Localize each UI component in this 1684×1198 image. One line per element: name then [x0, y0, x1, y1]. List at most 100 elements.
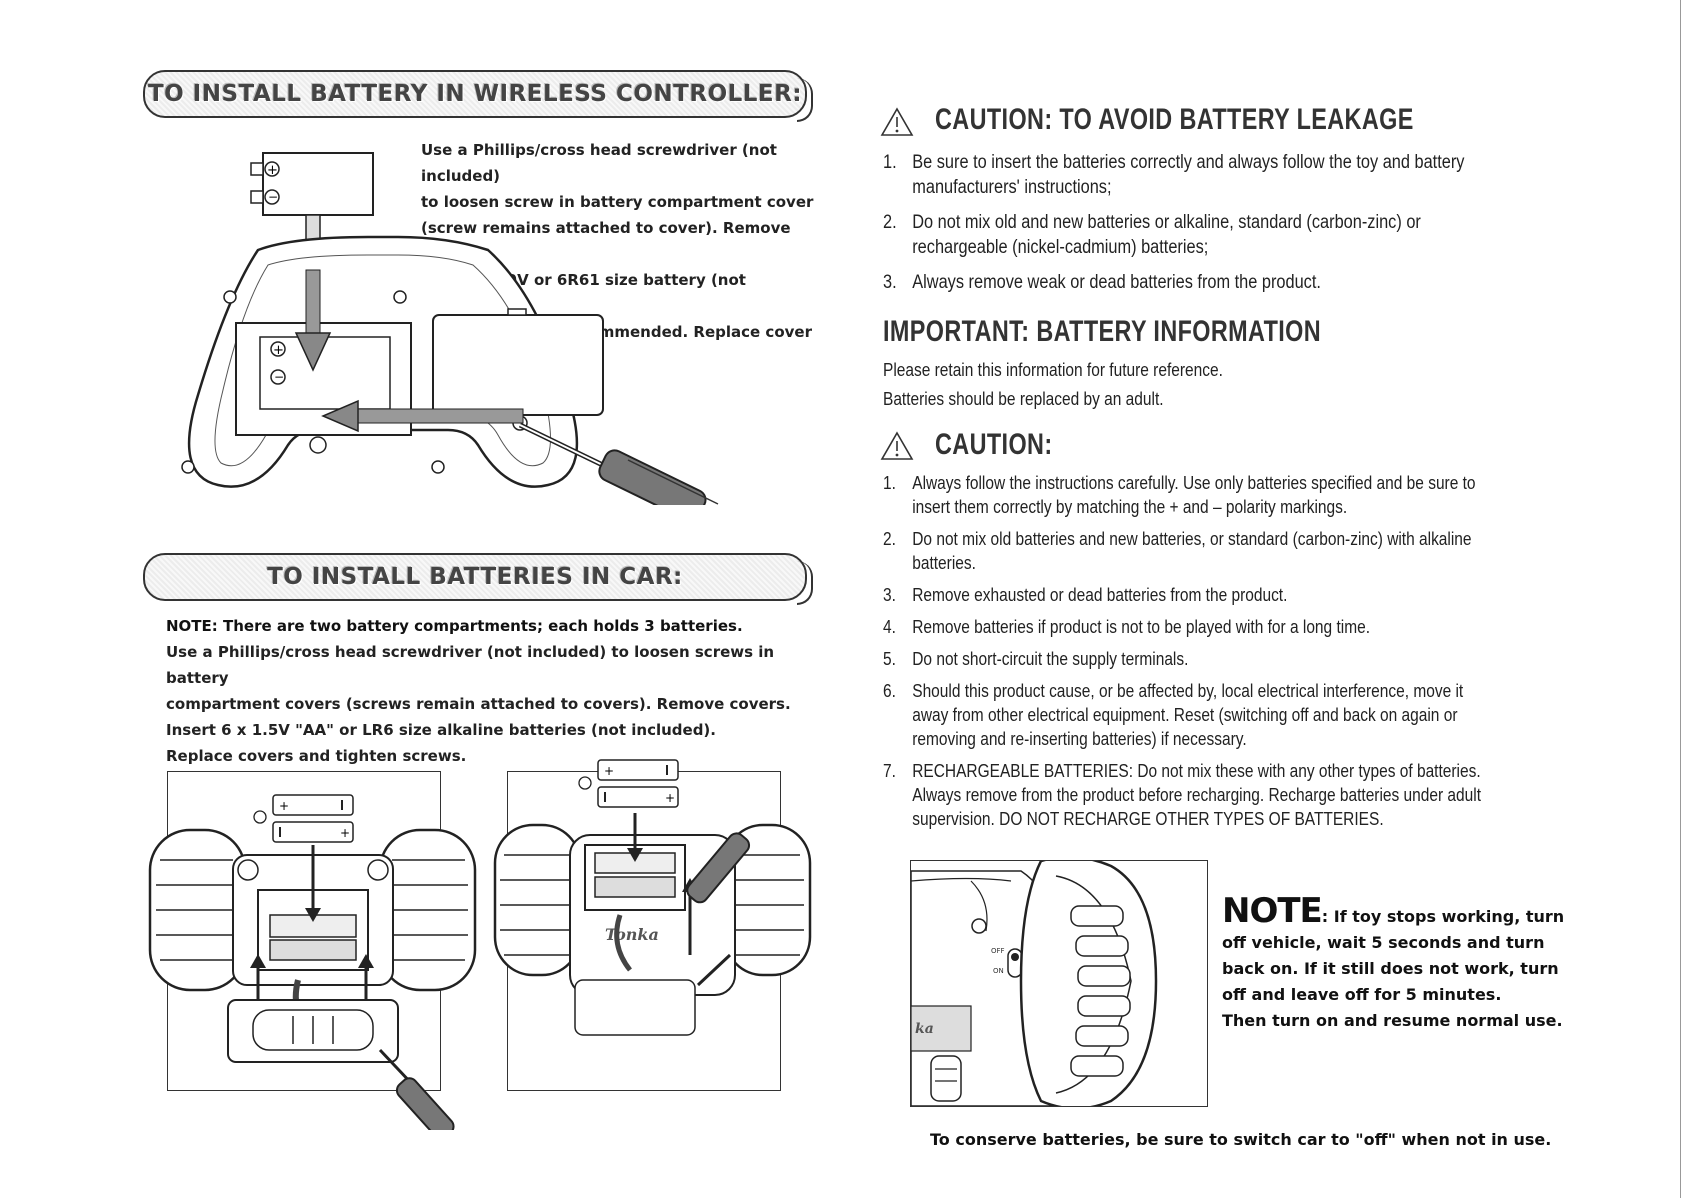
- list-line: Do not short-circuit the supply terminal…: [912, 649, 1189, 669]
- svg-text:+: +: [273, 343, 284, 358]
- important-line: Batteries should be replaced by an adult…: [883, 389, 1164, 409]
- list-line: supervision. DO NOT RECHARGE OTHER TYPES…: [912, 809, 1384, 829]
- list-line: Remove exhausted or dead batteries from …: [912, 585, 1288, 605]
- list-line: batteries.: [912, 553, 976, 573]
- list-item: 1. Always follow the instructions carefu…: [883, 471, 1580, 519]
- list-number: 2.: [883, 529, 896, 549]
- car-logo: Tonka: [605, 925, 659, 944]
- list-line: manufacturers' instructions;: [912, 177, 1112, 198]
- screw-icon: [971, 918, 987, 934]
- warning-triangle-icon: [880, 107, 914, 136]
- svg-text:+: +: [267, 163, 278, 178]
- list-number: 7.: [883, 761, 896, 781]
- car-rear-illustration: + +: [148, 794, 477, 1130]
- list-number: 4.: [883, 617, 896, 637]
- controller-line: Use a Phillips/cross head screwdriver (n…: [421, 141, 777, 185]
- note-line: off vehicle, wait 5 seconds and turn: [1222, 933, 1545, 952]
- important-heading: IMPORTANT: BATTERY INFORMATION: [883, 315, 1322, 348]
- logo-fragment: ka: [915, 1021, 934, 1037]
- svg-text:−: −: [274, 370, 284, 384]
- car-front-illustration: + + Tonka: [493, 759, 812, 1036]
- list-number: 2.: [883, 212, 897, 233]
- nine-volt-battery-icon: + −: [250, 152, 374, 216]
- note-first-line: : If toy stops working, turn: [1321, 907, 1565, 926]
- list-line: Be sure to insert the batteries correctl…: [912, 152, 1465, 173]
- svg-text:−: −: [268, 190, 278, 204]
- list-line: insert them correctly by matching the + …: [912, 497, 1348, 517]
- list-item: 1. Be sure to insert the batteries corre…: [883, 150, 1571, 200]
- car-note: NOTE: There are two battery compartments…: [166, 617, 743, 635]
- battery-cover: [432, 314, 604, 416]
- list-item: 3. Always remove weak or dead batteries …: [883, 270, 1571, 295]
- warning-triangle-icon: [880, 431, 914, 460]
- switch-figure: OFF ON ka: [910, 860, 1208, 1107]
- car-line: compartment covers (screws remain attach…: [166, 695, 791, 713]
- car-line: Insert 6 x 1.5V "AA" or LR6 size alkalin…: [166, 721, 716, 739]
- screwdriver-icon: [518, 422, 719, 505]
- list-item: 3. Remove exhausted or dead batteries fr…: [883, 583, 1580, 607]
- list-number: 1.: [883, 473, 896, 493]
- scan-edge-line: [1680, 0, 1681, 1198]
- list-item: 6. Should this product cause, or be affe…: [883, 679, 1580, 751]
- car-instructions: NOTE: There are two battery compartments…: [166, 613, 806, 769]
- controller-banner-text: TO INSTALL BATTERY IN WIRELESS CONTROLLE…: [147, 81, 803, 107]
- footer-text: To conserve batteries, be sure to switch…: [930, 1130, 1552, 1149]
- car-banner: TO INSTALL BATTERIES IN CAR:: [143, 553, 813, 605]
- note-text: NOTE: If toy stops working, turn off veh…: [1222, 894, 1682, 1034]
- tire-right: [378, 828, 477, 992]
- aa-battery-icon: + +: [578, 759, 679, 808]
- controller-line: to loosen screw in battery compartment c…: [421, 193, 814, 211]
- note-line: off and leave off for 5 minutes.: [1222, 985, 1502, 1004]
- tire-left: [493, 823, 582, 977]
- important-line: Please retain this information for futur…: [883, 360, 1223, 380]
- note-line: back on. If it still does not work, turn: [1222, 959, 1559, 978]
- leakage-list: 1. Be sure to insert the batteries corre…: [883, 150, 1571, 305]
- tire-left: [148, 828, 247, 992]
- svg-text:+: +: [665, 791, 675, 805]
- controller-illustration: + − + −: [181, 152, 719, 505]
- list-item: 2. Do not mix old and new batteries or a…: [883, 210, 1571, 260]
- list-number: 3.: [883, 272, 897, 293]
- list-line: Always remove from the product before re…: [912, 785, 1482, 805]
- list-line: Always follow the instructions carefully…: [912, 473, 1476, 493]
- screwdriver-icon: [395, 1077, 455, 1130]
- list-number: 6.: [883, 681, 896, 701]
- list-line: Remove batteries if product is not to be…: [912, 617, 1371, 637]
- list-item: 5. Do not short-circuit the supply termi…: [883, 647, 1580, 671]
- note-title: NOTE: [1222, 891, 1323, 931]
- car-line: Use a Phillips/cross head screwdriver (n…: [166, 643, 775, 687]
- caution-list: 1. Always follow the instructions carefu…: [883, 471, 1580, 839]
- list-line: Do not mix old batteries and new batteri…: [912, 529, 1472, 549]
- list-line: rechargeable (nickel-cadmium) batteries;: [912, 237, 1209, 258]
- switch-on-label: ON: [993, 967, 1004, 975]
- note-line: Then turn on and resume normal use.: [1222, 1011, 1563, 1030]
- important-text: Please retain this information for futur…: [883, 356, 1485, 414]
- caution-heading: CAUTION:: [935, 428, 1053, 461]
- list-number: 5.: [883, 649, 896, 669]
- svg-text:+: +: [279, 799, 289, 813]
- car-banner-text: TO INSTALL BATTERIES IN CAR:: [267, 564, 683, 590]
- controller-banner: TO INSTALL BATTERY IN WIRELESS CONTROLLE…: [143, 70, 813, 122]
- screwdriver-icon: [686, 832, 751, 904]
- list-line: removing and re-inserting batteries) if …: [912, 729, 1247, 749]
- svg-text:+: +: [340, 826, 350, 840]
- list-item: 2. Do not mix old batteries and new batt…: [883, 527, 1580, 575]
- list-item: 4. Remove batteries if product is not to…: [883, 615, 1580, 639]
- list-line: Always remove weak or dead batteries fro…: [912, 272, 1321, 293]
- leakage-heading: CAUTION: TO AVOID BATTERY LEAKAGE: [935, 103, 1414, 136]
- list-line: RECHARGEABLE BATTERIES: Do not mix these…: [912, 761, 1481, 781]
- list-line: Should this product cause, or be affecte…: [912, 681, 1464, 701]
- left-arrow-icon: [321, 399, 359, 433]
- list-number: 1.: [883, 152, 897, 173]
- list-item: 7. RECHARGEABLE BATTERIES: Do not mix th…: [883, 759, 1580, 831]
- svg-text:+: +: [604, 764, 614, 778]
- switch-off-label: OFF: [991, 947, 1005, 955]
- list-line: Do not mix old and new batteries or alka…: [912, 212, 1421, 233]
- note-first-row: NOTE: If toy stops working, turn: [1222, 894, 1682, 930]
- down-arrow-icon: [294, 332, 332, 372]
- switch-illustration: OFF ON ka: [911, 861, 1158, 1106]
- aa-battery-icon: + +: [253, 794, 354, 843]
- list-number: 3.: [883, 585, 896, 605]
- car-line: Replace covers and tighten screws.: [166, 747, 467, 765]
- list-line: away from other electrical equipment. Re…: [912, 705, 1458, 725]
